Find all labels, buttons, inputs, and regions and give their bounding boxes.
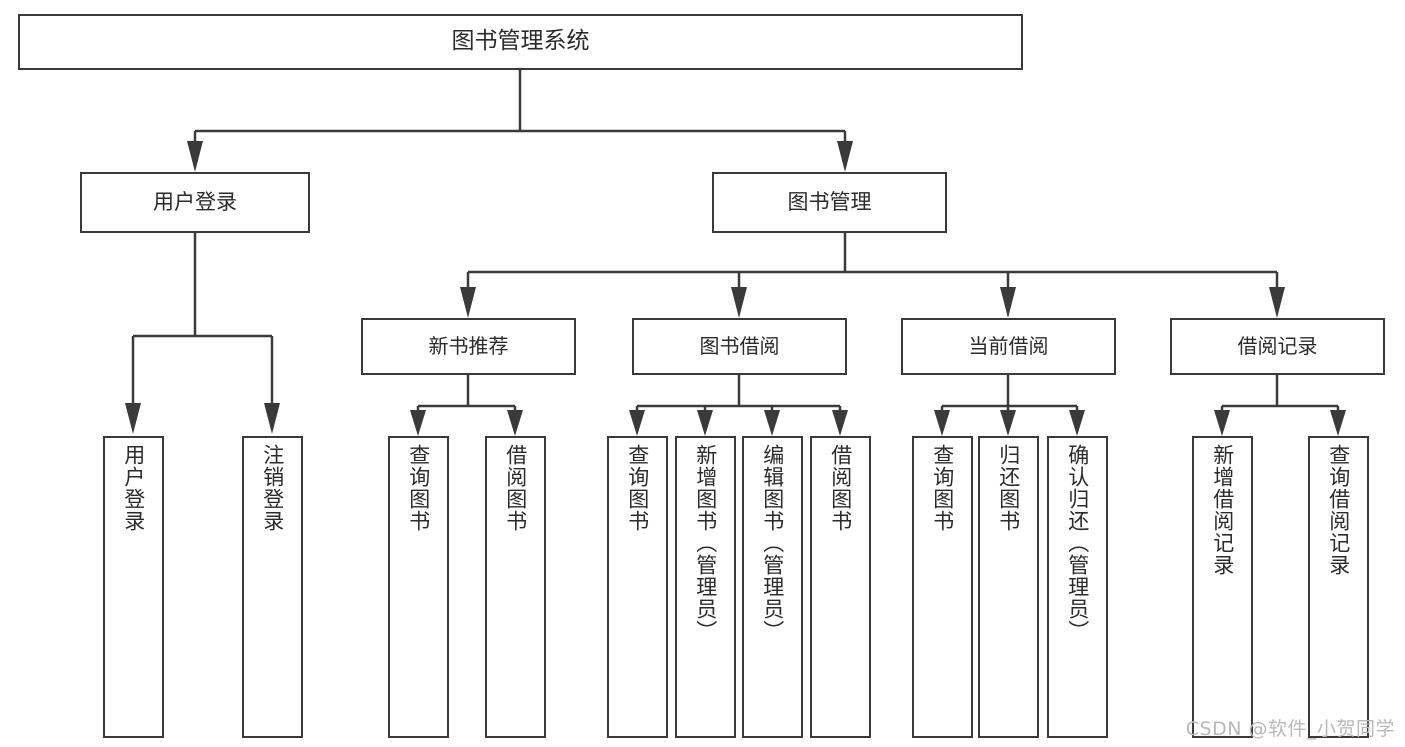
node-leaf-query-borrow-record[interactable]: 查询借阅记录 xyxy=(1308,436,1369,738)
node-label: 编辑图书（管理员） xyxy=(760,444,785,642)
arrow-head-leaf-1 xyxy=(125,403,141,434)
node-leaf-query-book-current[interactable]: 查询图书 xyxy=(912,436,973,738)
node-book-borrow[interactable]: 图书借阅 xyxy=(632,318,847,375)
arrow-head-leaf-2 xyxy=(264,403,280,434)
arrow-head-leaf-4 xyxy=(507,410,523,436)
node-label: 借阅图书 xyxy=(828,444,853,532)
arrow-head-book-mgmt xyxy=(837,141,853,172)
node-label: 注销登录 xyxy=(260,444,285,532)
node-leaf-confirm-return-admin[interactable]: 确认归还（管理员） xyxy=(1047,436,1108,738)
node-label: 新增借阅记录 xyxy=(1210,444,1235,576)
watermark-text: CSDN @软件_小贺同学 xyxy=(1185,718,1395,740)
node-leaf-query-book-newbook[interactable]: 查询图书 xyxy=(388,436,449,738)
arrow-head-leaf-9 xyxy=(934,410,950,436)
node-leaf-borrow-book[interactable]: 借阅图书 xyxy=(810,436,871,738)
arrow-head-leaf-11 xyxy=(1069,410,1085,436)
node-root-book-management-system[interactable]: 图书管理系统 xyxy=(18,14,1023,70)
node-label: 图书借阅 xyxy=(699,333,780,358)
node-book-management[interactable]: 图书管理 xyxy=(712,172,947,233)
node-label: 查询图书 xyxy=(406,444,431,532)
arrow-head-leaf-10 xyxy=(1000,410,1016,436)
node-label: 归还图书 xyxy=(996,444,1021,532)
arrow-head-level2-3 xyxy=(1000,287,1016,318)
arrow-head-level2-2 xyxy=(731,287,747,318)
node-label: 借阅图书 xyxy=(503,444,528,532)
node-label: 图书管理系统 xyxy=(451,28,590,55)
arrow-head-user-login xyxy=(187,141,203,172)
node-label: 查询图书 xyxy=(930,444,955,532)
node-label: 查询借阅记录 xyxy=(1326,444,1351,576)
arrow-head-leaf-6 xyxy=(697,410,713,436)
arrow-head-leaf-3 xyxy=(410,410,426,436)
node-leaf-add-borrow-record[interactable]: 新增借阅记录 xyxy=(1192,436,1253,738)
node-leaf-borrow-book-newbook[interactable]: 借阅图书 xyxy=(485,436,546,738)
node-label: 用户登录 xyxy=(153,190,237,215)
node-leaf-query-book-borrow[interactable]: 查询图书 xyxy=(607,436,668,738)
node-label: 借阅记录 xyxy=(1237,333,1318,358)
arrow-head-level2-1 xyxy=(460,287,476,318)
node-label: 确认归还（管理员） xyxy=(1065,444,1090,642)
node-leaf-logout[interactable]: 注销登录 xyxy=(242,436,303,738)
arrow-head-leaf-12 xyxy=(1214,410,1230,436)
node-new-book-recommend[interactable]: 新书推荐 xyxy=(361,318,576,375)
arrow-head-leaf-8 xyxy=(832,410,848,436)
node-leaf-edit-book-admin[interactable]: 编辑图书（管理员） xyxy=(742,436,803,738)
node-label: 新书推荐 xyxy=(428,333,509,358)
node-current-borrow[interactable]: 当前借阅 xyxy=(901,318,1116,375)
node-leaf-user-login[interactable]: 用户登录 xyxy=(103,436,164,738)
node-label: 用户登录 xyxy=(121,444,146,532)
arrow-head-leaf-13 xyxy=(1330,410,1346,436)
node-leaf-add-book-admin[interactable]: 新增图书（管理员） xyxy=(675,436,736,738)
arrow-head-leaf-5 xyxy=(629,410,645,436)
node-label: 当前借阅 xyxy=(968,333,1049,358)
node-borrow-record[interactable]: 借阅记录 xyxy=(1170,318,1385,375)
arrow-head-level2-4 xyxy=(1269,287,1285,318)
node-user-login[interactable]: 用户登录 xyxy=(80,172,310,233)
node-label: 查询图书 xyxy=(625,444,650,532)
node-label: 新增图书（管理员） xyxy=(693,444,718,642)
node-leaf-return-book[interactable]: 归还图书 xyxy=(978,436,1039,738)
node-label: 图书管理 xyxy=(787,190,872,215)
arrow-head-leaf-7 xyxy=(764,410,780,436)
